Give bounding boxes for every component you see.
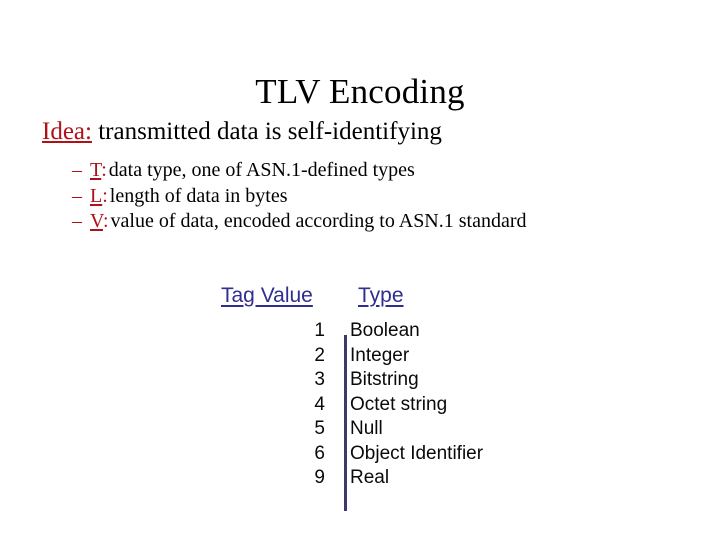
cell-type: Boolean (350, 320, 420, 341)
cell-tag-value: 6 (314, 442, 325, 464)
list-item: – V: value of data, encoded according to… (72, 209, 712, 235)
cell-type: Real (350, 467, 390, 488)
lead-statement-text: transmitted data is self-identifying (91, 118, 442, 145)
bullet-tag-colon: : (101, 159, 107, 181)
dash-bullet-icon: – (72, 159, 82, 181)
tag-type-table: Tag Value Type 1 Boolean 2 Integer 3 Bit… (221, 284, 521, 511)
column-header-type: Type (358, 284, 404, 307)
cell-tag-value: 3 (314, 369, 325, 390)
list-item-label: data type, one of ASN.1-defined types (108, 159, 415, 181)
cell-tag-value: 2 (314, 344, 325, 366)
list-item-label: length of data in bytes (109, 184, 288, 207)
cell-tag-value: 4 (314, 393, 325, 415)
cell-tag-value: 5 (314, 418, 325, 439)
bullet-tag-v: V: (90, 209, 109, 235)
bullet-tag-letter: T (90, 159, 102, 181)
cell-tag-value: 1 (314, 320, 325, 341)
table-row: 1 Boolean (221, 319, 521, 344)
table-body: 1 Boolean 2 Integer 3 Bitstring 4 Octet … (221, 319, 521, 511)
cell-type: Integer (350, 344, 410, 366)
cell-type: Object Identifier (350, 442, 484, 464)
bullet-tag-colon: : (102, 210, 109, 232)
bullet-tag-l: L: (90, 184, 108, 210)
list-item-label: value of data, encoded according to ASN.… (110, 210, 527, 232)
table-rows: 1 Boolean 2 Integer 3 Bitstring 4 Octet … (221, 319, 521, 491)
cell-type: Bitstring (350, 369, 419, 390)
column-divider (344, 335, 347, 511)
page-title: TLV Encoding (255, 72, 465, 111)
bullet-tag-letter: L (90, 184, 103, 207)
cell-tag-value: 9 (314, 467, 325, 488)
list-item: – T: data type, one of ASN.1-defined typ… (72, 158, 712, 184)
lead-statement: Idea: transmitted data is self-identifyi… (42, 117, 442, 147)
bullet-tag-colon: : (102, 184, 108, 207)
bullet-list: – T: data type, one of ASN.1-defined typ… (72, 158, 712, 235)
bullet-tag-t: T: (90, 158, 107, 184)
list-item: – L: length of data in bytes (72, 184, 712, 210)
table-row: 2 Integer (221, 344, 521, 369)
column-header-tag-value: Tag Value (221, 284, 313, 307)
dash-bullet-icon: – (72, 184, 82, 207)
table-row: 5 Null (221, 417, 521, 442)
table-row: 4 Octet string (221, 393, 521, 418)
lead-keyword: Idea: (42, 118, 92, 145)
table-row: 3 Bitstring (221, 368, 521, 393)
table-row: 9 Real (221, 466, 521, 491)
cell-type: Null (350, 418, 383, 439)
dash-bullet-icon: – (72, 210, 82, 232)
bullet-tag-letter: V (90, 210, 103, 232)
table-header-row: Tag Value Type (221, 284, 521, 314)
cell-type: Octet string (350, 393, 448, 415)
table-row: 6 Object Identifier (221, 442, 521, 467)
